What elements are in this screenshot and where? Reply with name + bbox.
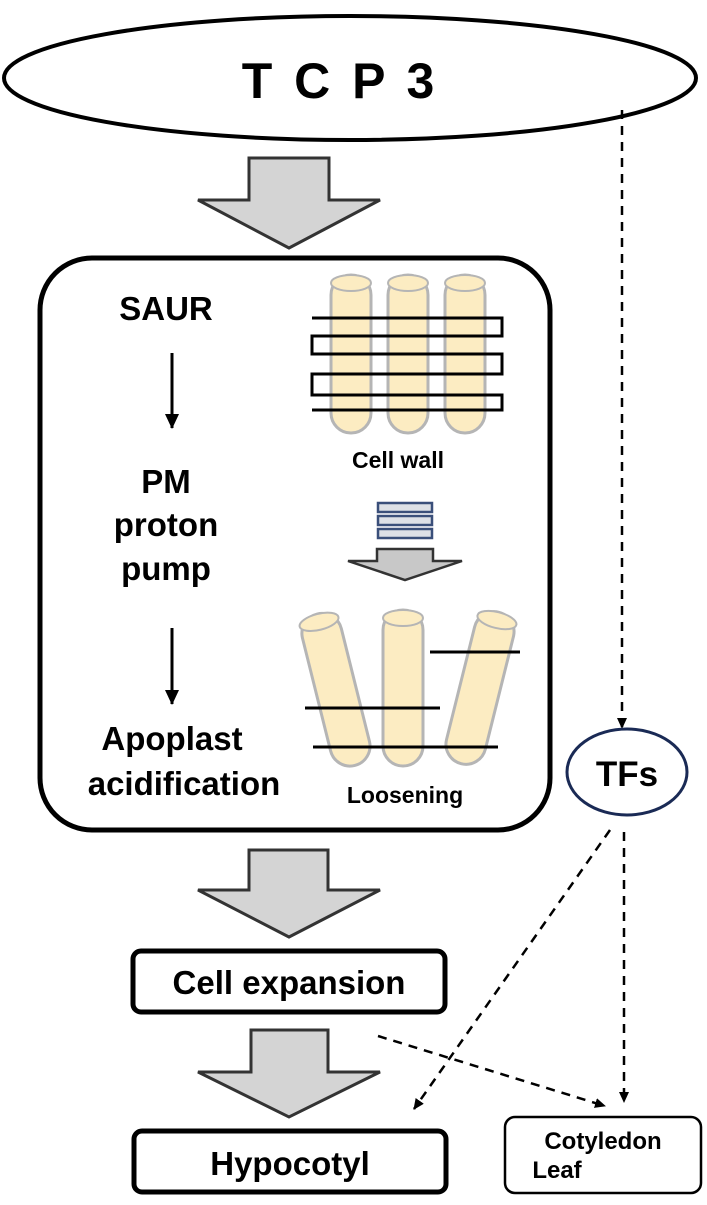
fibril-top	[382, 609, 424, 627]
leaf-label: Leaf	[532, 1157, 582, 1184]
block-arrow-top	[197, 156, 381, 250]
cotyledon-leaf-box	[503, 1115, 703, 1195]
pm-label: PM	[141, 463, 191, 500]
fibril-top	[444, 274, 486, 292]
tcp3-ellipse	[2, 14, 698, 142]
tfs-ellipse	[565, 727, 689, 817]
block-arrow-to-hypocotyl	[197, 1028, 381, 1119]
acidification-label: acidification	[88, 765, 281, 802]
saur-label: SAUR	[119, 290, 213, 327]
hypocotyl-label: Hypocotyl	[210, 1145, 370, 1182]
cell-expansion-box	[130, 948, 448, 1015]
block-arrow-to-expansion	[197, 848, 381, 939]
apoplast-label: Apoplast	[101, 720, 242, 757]
proton-label: proton	[114, 506, 218, 543]
stack-bars	[376, 501, 434, 540]
fibril-top	[298, 611, 340, 632]
cell-wall-illustration	[310, 273, 504, 435]
block-arrow-loosening	[347, 547, 463, 582]
cell-wall-label: Cell wall	[352, 447, 444, 473]
dashed-arrow-tfs-to-hypocotyl	[412, 829, 612, 1110]
fibril-top	[330, 274, 372, 292]
dashed-arrow-expansion-to-cotyledon	[377, 1034, 606, 1108]
cotyledon-label: Cotyledon	[544, 1128, 661, 1155]
tcp3-label: T C P 3	[242, 53, 439, 109]
loosened-wall-illustration	[298, 608, 520, 768]
fibril-top	[387, 274, 429, 292]
cellulose-fibril	[381, 608, 425, 768]
pump-label: pump	[121, 550, 211, 587]
cell-expansion-label: Cell expansion	[173, 964, 406, 1001]
fibril-top	[476, 609, 518, 631]
tfs-label: TFs	[596, 755, 658, 794]
loosening-label: Loosening	[347, 782, 463, 808]
hemicellulose-crosslinks	[310, 316, 504, 412]
hypocotyl-box	[131, 1128, 449, 1195]
